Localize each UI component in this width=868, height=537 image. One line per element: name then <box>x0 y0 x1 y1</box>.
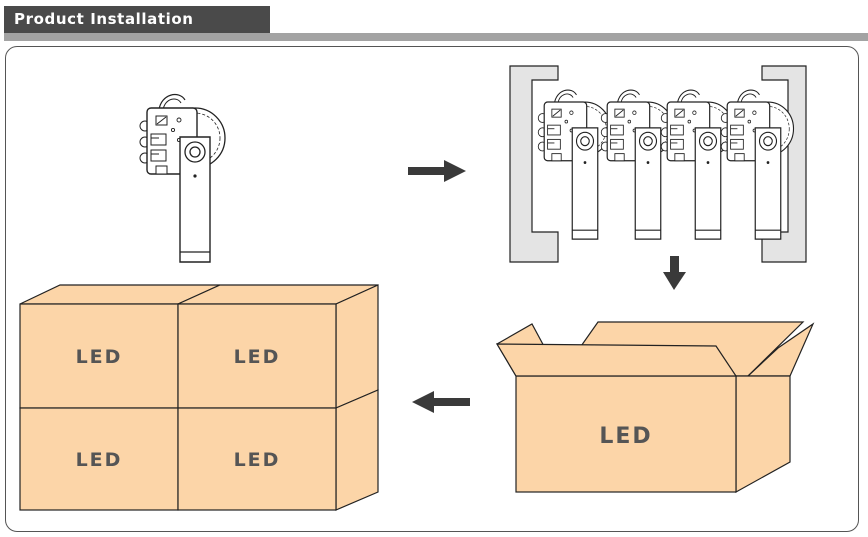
open-carton: LED <box>495 321 815 494</box>
page-title: Product Installation <box>14 10 194 28</box>
carton-label-top-left: LED <box>76 346 123 368</box>
arrow-left-icon <box>412 391 470 413</box>
arrow-right-icon <box>408 160 466 182</box>
header-underline-bar <box>4 33 868 41</box>
stacked-cartons: LED LED LED LED <box>19 284 379 511</box>
carton-label-bottom-left: LED <box>76 449 123 471</box>
open-carton-label: LED <box>599 424 652 449</box>
arrow-down-icon <box>663 256 686 290</box>
header-tab <box>4 6 270 33</box>
carton-label-bottom-right: LED <box>234 449 281 471</box>
fixtures-in-packing-frame <box>509 65 807 263</box>
carton-label-top-right: LED <box>234 346 281 368</box>
single-fixture <box>139 93 226 263</box>
